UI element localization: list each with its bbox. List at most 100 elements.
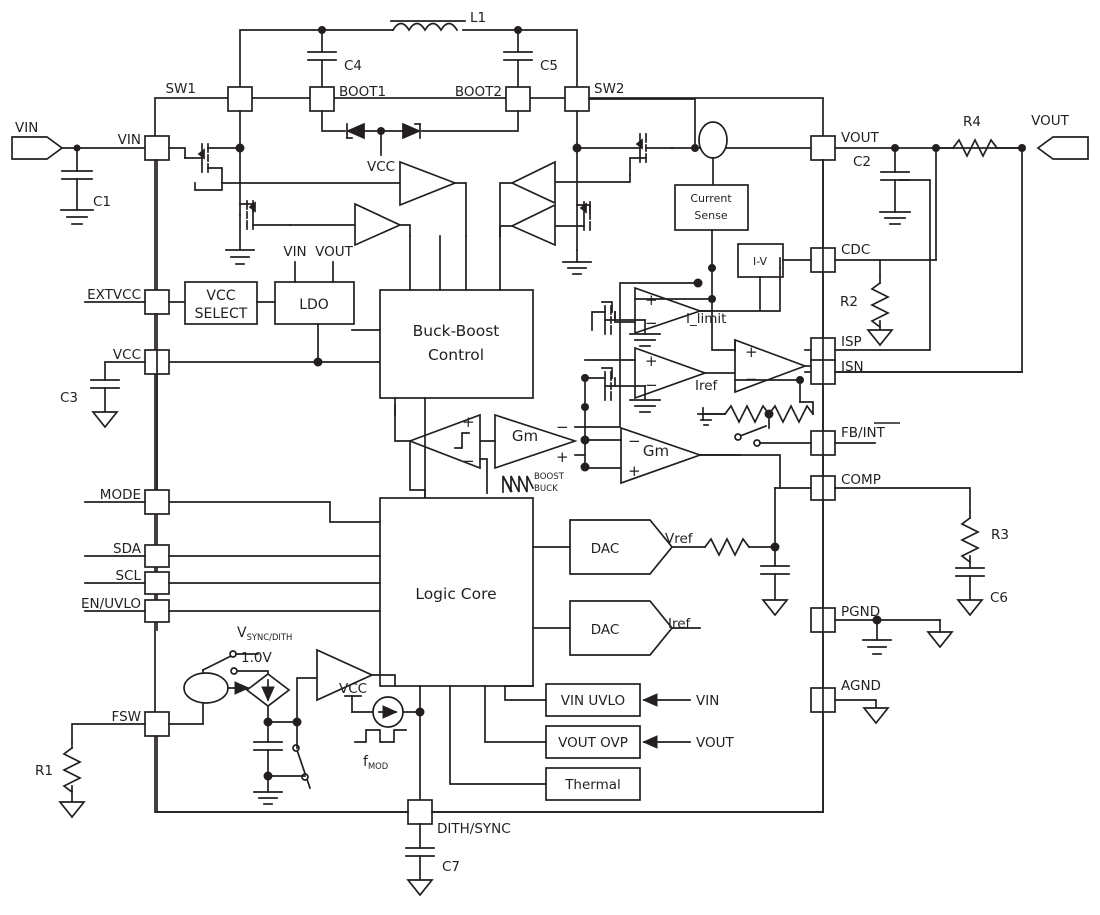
driver-buck-hs (399, 160, 458, 207)
component-c1-ref: C1 (93, 194, 111, 210)
block-ldo-label: LDO (299, 297, 329, 313)
net-vcc-osc-label: VCC (339, 681, 367, 697)
signal-1v0-label: 1.0V (241, 650, 272, 666)
pin-sw2-label: SW2 (594, 81, 625, 97)
fet-ls-boost (554, 201, 591, 263)
block-vout-ovp-label: VOUT OVP (558, 735, 628, 751)
block-dac-vref-box (569, 519, 674, 575)
pwm-hyst-symbol (454, 432, 470, 449)
vout-terminal-shape (1036, 136, 1089, 160)
ground-osc (253, 775, 283, 805)
fet-hs-buck (184, 143, 241, 184)
fet-ls-buck (239, 200, 291, 251)
pin-fsw-label: FSW (112, 709, 141, 725)
oscillator-source (183, 672, 250, 704)
ilimit-out (699, 267, 781, 312)
ground-fb-div (697, 407, 726, 426)
vcc-ext (104, 361, 146, 381)
net-vcc-boot-label: VCC (367, 159, 395, 175)
ground-r2 (866, 329, 894, 347)
component-r2-ref: R2 (840, 294, 858, 310)
component-c4-ref: C4 (344, 58, 362, 74)
pin-pgnd-label: PGND (841, 604, 880, 620)
top-rail-left (239, 29, 394, 99)
block-thermal-label: Thermal (564, 777, 621, 793)
pwm-in-neg (479, 458, 488, 494)
gmt-plus-sign: + (556, 448, 569, 466)
component-c7 (405, 847, 435, 881)
pin-boot2-label: BOOT2 (455, 84, 502, 100)
block-dac-iref-box (569, 600, 674, 656)
component-c3 (90, 379, 120, 413)
pin-mode-label: MODE (100, 487, 141, 503)
amp-isense (734, 338, 808, 394)
component-c2-ref: C2 (853, 154, 871, 170)
fmod-waveform (354, 729, 407, 743)
isense-minus-sign: − (745, 370, 758, 388)
block-current-sense-box (674, 184, 749, 231)
isense-plus-sign: + (745, 343, 758, 361)
block-thermal-box (545, 767, 641, 801)
vout-terminal-label: VOUT (1031, 113, 1070, 129)
pin-comp-label: COMP (841, 472, 881, 488)
boost-hs-gate (554, 174, 631, 183)
ground-c7 (406, 879, 434, 897)
pin-vout-box (810, 135, 836, 161)
top-rail-right (462, 29, 578, 99)
ground-c2 (879, 211, 911, 225)
block-dac-iref-label: DAC (591, 622, 620, 638)
vin-to-hs (168, 147, 186, 159)
pin-boot1-box (309, 86, 335, 112)
block-buck-boost-control-box (379, 289, 534, 399)
pin-vin-box (144, 135, 170, 161)
gmb-plus-sign: + (628, 462, 641, 480)
pwm-out (394, 404, 411, 442)
pin-en-uvlo-box (144, 599, 170, 623)
block-logic-core-label: Logic Core (415, 585, 496, 603)
block-ldo-box (274, 281, 355, 325)
component-l1-ref: L1 (470, 10, 486, 26)
ground-c3 (91, 411, 119, 429)
signal-i-limit-label: I_limit (686, 311, 726, 327)
ground-pgnd-tri (926, 619, 954, 649)
osc-comparator (316, 648, 375, 702)
pin-vout-label: VOUT (841, 130, 880, 146)
ilimit-plus-sign: + (645, 291, 658, 309)
fb-switch (734, 424, 768, 447)
driver-boost-ls (509, 203, 556, 247)
component-r2 (870, 276, 890, 331)
pin-boot2-box (505, 86, 531, 112)
ground-agnd (862, 707, 890, 725)
block-logic-core-box (379, 497, 534, 687)
isp-ext (834, 179, 931, 351)
block-current-sense-line1: Current (690, 192, 732, 205)
component-r1 (62, 741, 82, 803)
pin-scl-label: SCL (115, 568, 141, 584)
ground-pgnd-earth (862, 619, 892, 655)
block-vcc-select-line2: SELECT (195, 306, 248, 322)
component-osc-cap (253, 721, 283, 777)
agnd-ext (834, 699, 877, 709)
switch-vsync-dith (201, 650, 238, 675)
gm-t-minus-out (574, 282, 699, 428)
component-c6 (955, 567, 985, 601)
signal-iref-dac-label: Iref (668, 616, 692, 632)
pin-vcc-label: VCC (113, 347, 141, 363)
pin-extvcc-box (144, 289, 170, 315)
driver-buck-ls (354, 202, 403, 247)
component-c6-ref: C6 (990, 590, 1008, 606)
ground-r1 (58, 801, 86, 819)
pwm-plus-sign: + (462, 413, 475, 431)
iref-minus-sign: − (645, 376, 658, 394)
vin-terminal-label: VIN (15, 120, 38, 136)
cdc-ext (834, 259, 881, 278)
gm-amp-bottom (620, 426, 703, 485)
ground-vref (761, 599, 789, 617)
pin-isp-label: ISP (841, 334, 862, 350)
gmb-minus-sign: − (628, 432, 641, 450)
pin-vin-label: VIN (118, 132, 141, 148)
fet-hs-boost (576, 133, 673, 176)
component-r4-ref: R4 (963, 114, 981, 130)
ground-c1 (60, 209, 94, 225)
block-vin-uvlo-box (545, 683, 641, 717)
